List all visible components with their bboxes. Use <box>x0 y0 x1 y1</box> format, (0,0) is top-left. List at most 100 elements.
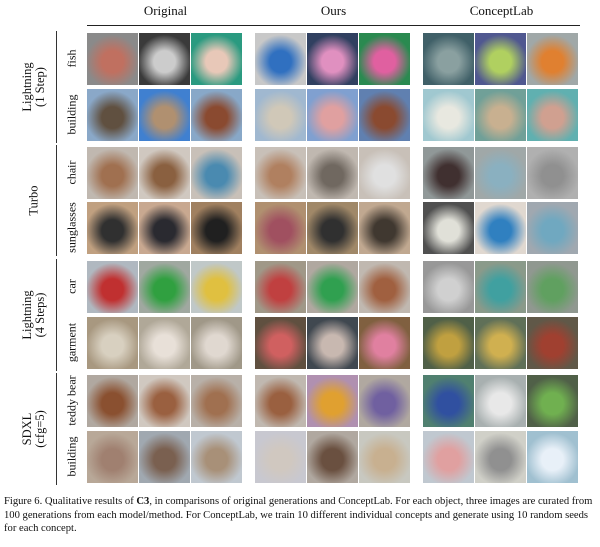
generated-image <box>191 33 242 85</box>
generated-image <box>527 89 578 141</box>
generated-image <box>255 261 306 313</box>
group-subtitle: (4 Steps) <box>33 292 47 338</box>
generated-image <box>255 33 306 85</box>
generated-image <box>139 89 190 141</box>
generated-image <box>527 147 578 199</box>
row-label: building <box>64 436 79 477</box>
generated-image <box>475 147 526 199</box>
generated-image <box>307 147 358 199</box>
group-bracket <box>56 259 57 371</box>
generated-image <box>255 147 306 199</box>
generated-image <box>191 202 242 254</box>
generated-image <box>527 317 578 369</box>
caption-rest: , in comparisons of original generations… <box>4 496 593 534</box>
generated-image <box>423 261 474 313</box>
generated-image <box>423 375 474 427</box>
generated-image <box>423 33 474 85</box>
generated-image <box>475 317 526 369</box>
generated-image <box>307 375 358 427</box>
caption-bold: C3 <box>136 496 150 507</box>
group-subtitle: (cfg=5) <box>33 410 47 448</box>
row-label: teddy bear <box>64 375 79 426</box>
generated-image <box>191 317 242 369</box>
generated-image <box>307 202 358 254</box>
generated-image <box>359 431 410 483</box>
generated-image <box>255 431 306 483</box>
figure-caption: Figure 6. Qualitative results of C3, in … <box>4 495 596 536</box>
generated-image <box>527 375 578 427</box>
generated-image <box>359 375 410 427</box>
group-label: Lightning(4 Steps) <box>20 265 47 365</box>
generated-image <box>307 33 358 85</box>
generated-image <box>359 33 410 85</box>
generated-image <box>307 431 358 483</box>
generated-image <box>139 375 190 427</box>
generated-image <box>359 147 410 199</box>
generated-image <box>87 261 138 313</box>
generated-image <box>139 147 190 199</box>
generated-image <box>87 33 138 85</box>
row-label: chair <box>64 160 79 185</box>
row-label: building <box>64 94 79 135</box>
generated-image <box>191 147 242 199</box>
generated-image <box>359 89 410 141</box>
generated-image <box>255 375 306 427</box>
generated-image <box>87 202 138 254</box>
generated-image <box>87 89 138 141</box>
generated-image <box>139 431 190 483</box>
group-label: Turbo <box>26 150 41 250</box>
row-label: garment <box>64 322 79 363</box>
group-bracket <box>56 31 57 143</box>
row-label: fish <box>64 49 79 68</box>
generated-image <box>475 89 526 141</box>
group-bracket <box>56 145 57 256</box>
row-label: car <box>64 279 79 294</box>
generated-image <box>139 317 190 369</box>
generated-image <box>307 317 358 369</box>
column-header-conceptlab: ConceptLab <box>469 3 534 18</box>
generated-image <box>87 317 138 369</box>
group-name: Turbo <box>26 184 41 216</box>
generated-image <box>527 431 578 483</box>
generated-image <box>359 261 410 313</box>
generated-image <box>255 317 306 369</box>
generated-image <box>475 375 526 427</box>
generated-image <box>255 202 306 254</box>
column-header-original: Original <box>143 3 188 18</box>
generated-image <box>475 202 526 254</box>
column-header-ours: Ours <box>320 3 347 18</box>
generated-image <box>139 261 190 313</box>
group-label: SDXL(cfg=5) <box>20 379 47 479</box>
generated-image <box>139 33 190 85</box>
generated-image <box>475 431 526 483</box>
generated-image <box>359 202 410 254</box>
generated-image <box>191 261 242 313</box>
generated-image <box>191 89 242 141</box>
generated-image <box>527 33 578 85</box>
generated-image <box>307 89 358 141</box>
generated-image <box>475 261 526 313</box>
generated-image <box>139 202 190 254</box>
group-label: Lightning(1 Step) <box>20 37 47 137</box>
generated-image <box>191 431 242 483</box>
header-rule <box>87 25 580 26</box>
caption-prefix: Figure 6. Qualitative results of <box>4 496 137 507</box>
generated-image <box>423 317 474 369</box>
generated-image <box>423 147 474 199</box>
generated-image <box>307 261 358 313</box>
generated-image <box>423 89 474 141</box>
generated-image <box>87 431 138 483</box>
generated-image <box>527 202 578 254</box>
group-subtitle: (1 Step) <box>33 67 47 107</box>
generated-image <box>527 261 578 313</box>
row-label: sunglasses <box>64 202 79 253</box>
generated-image <box>255 89 306 141</box>
generated-image <box>359 317 410 369</box>
generated-image <box>423 431 474 483</box>
generated-image <box>423 202 474 254</box>
generated-image <box>87 375 138 427</box>
group-bracket <box>56 373 57 485</box>
generated-image <box>87 147 138 199</box>
generated-image <box>475 33 526 85</box>
